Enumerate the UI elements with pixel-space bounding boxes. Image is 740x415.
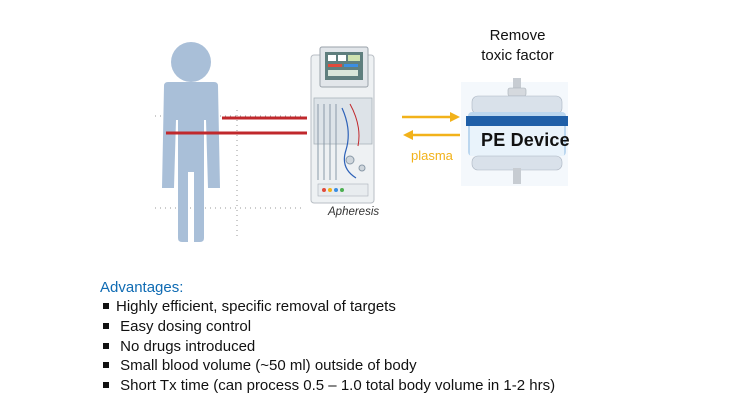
remove-toxic-factor-label: Remove toxic factor bbox=[455, 26, 580, 66]
apheresis-machine-icon bbox=[310, 46, 375, 204]
advantages-list: Highly efficient, specific removal of ta… bbox=[103, 297, 555, 396]
pe-device-icon bbox=[461, 78, 568, 186]
dotted-guides bbox=[155, 110, 305, 240]
advantage-text: Short Tx time (can process 0.5 – 1.0 tot… bbox=[116, 377, 556, 395]
advantage-text: Easy dosing control bbox=[116, 317, 252, 335]
apheresis-label: Apheresis bbox=[328, 206, 380, 218]
advantage-item: Small blood volume (~50 ml) outside of b… bbox=[103, 356, 555, 376]
bullet-icon bbox=[103, 382, 109, 389]
bullet-icon bbox=[103, 303, 109, 310]
human-body-icon bbox=[162, 42, 220, 242]
advantage-item: Easy dosing control bbox=[103, 317, 555, 337]
advantage-text: Small blood volume (~50 ml) outside of b… bbox=[116, 357, 417, 375]
remove-label-line2: toxic factor bbox=[481, 47, 554, 64]
pe-device-label: PE Device bbox=[481, 130, 570, 150]
advantage-item: Short Tx time (can process 0.5 – 1.0 tot… bbox=[103, 376, 555, 396]
advantage-item: No drugs introduced bbox=[103, 337, 555, 357]
advantage-text: No drugs introduced bbox=[116, 337, 256, 355]
advantages-heading: Advantages: bbox=[100, 279, 184, 296]
bullet-icon bbox=[103, 322, 109, 329]
advantage-text: Highly efficient, specific removal of ta… bbox=[116, 298, 396, 315]
plasma-arrows bbox=[402, 112, 460, 140]
plasma-label: plasma bbox=[411, 148, 453, 163]
bullet-icon bbox=[103, 362, 109, 369]
bullet-icon bbox=[103, 342, 109, 349]
advantage-item: Highly efficient, specific removal of ta… bbox=[103, 297, 555, 317]
remove-label-line1: Remove bbox=[489, 27, 546, 44]
blood-lines bbox=[166, 116, 307, 135]
